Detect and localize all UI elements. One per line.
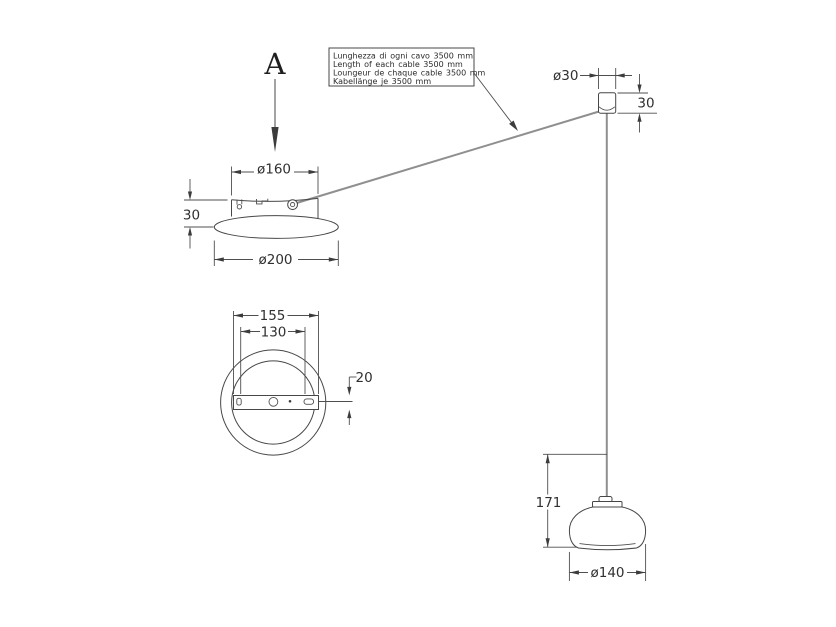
dim-text-shade-diameter: ø140 xyxy=(590,565,624,581)
dim-text-bg xyxy=(258,308,288,323)
ceiling-cup-body xyxy=(598,92,617,114)
gland-inner-ring xyxy=(290,202,296,208)
canopy-stepped-slot xyxy=(256,198,269,205)
arrowhead-icon xyxy=(187,191,193,200)
dim-shade-height: 171 xyxy=(535,453,607,548)
gland-outer-ring xyxy=(287,199,299,211)
dim-text-bg xyxy=(549,66,579,82)
canopy-cable-gland xyxy=(287,199,299,211)
dim-text-bracket-length: 155 xyxy=(260,308,286,324)
shade-glass-dome xyxy=(568,506,647,551)
arrowhead-icon xyxy=(589,73,599,78)
top-view-outer-circle xyxy=(220,349,327,456)
dim-text-bg xyxy=(253,252,298,267)
arrowhead-icon xyxy=(615,73,625,78)
dim-text-cup-diameter: ø30 xyxy=(553,68,578,84)
dim-text-bg xyxy=(535,494,562,510)
arrowhead-icon xyxy=(569,570,579,575)
arrowhead-icon xyxy=(233,313,243,318)
cables xyxy=(294,110,608,498)
dim-bracket-length: 155 xyxy=(233,308,319,394)
canopy-rim-top-edge xyxy=(231,197,319,202)
dim-cup-height: 30 xyxy=(617,74,657,133)
arrowhead-icon xyxy=(214,257,224,262)
note-leader-line xyxy=(473,72,517,129)
arrowhead-icon xyxy=(328,257,339,262)
canopy-top-view: 155 130 20 xyxy=(220,308,373,456)
dim-canopy-base-diameter: ø200 xyxy=(213,240,339,268)
dim-cup-diameter: ø30 xyxy=(549,66,632,89)
arrowhead-icon xyxy=(347,386,352,396)
arrowhead-icon xyxy=(231,169,241,175)
bracket-pin-dot xyxy=(288,400,292,403)
dim-text-canopy-top-diameter: ø160 xyxy=(257,162,291,178)
dim-text-shade-height: 171 xyxy=(536,495,562,511)
dim-shade-diameter: ø140 xyxy=(568,544,647,581)
canopy-front-view: ø160 30 ø200 xyxy=(183,162,339,268)
note-line-en: Length of each cable 3500 mm xyxy=(333,60,463,69)
dim-text-hole-spacing: 130 xyxy=(261,325,287,341)
shade-inner-rim-line xyxy=(579,543,636,547)
bracket-slot-right xyxy=(303,398,315,405)
note-line-de: Kabellänge je 3500 mm xyxy=(333,77,431,86)
canopy-base-disc xyxy=(213,215,339,239)
arrowhead-icon xyxy=(295,329,305,334)
arrowhead-icon xyxy=(636,570,646,575)
arrowhead-icon xyxy=(637,113,642,122)
bracket-slot-left xyxy=(236,397,242,406)
dim-text-canopy-base-diameter: ø200 xyxy=(258,252,292,268)
arrowhead-icon xyxy=(545,454,550,464)
arrowhead-icon xyxy=(187,227,193,236)
arrowhead-icon xyxy=(240,329,251,334)
note-line-it: Lunghezza di ogni cavo 3500 mm xyxy=(333,52,473,61)
shade-cap-band xyxy=(592,501,623,508)
pendant-shade: 171 ø140 xyxy=(535,453,647,581)
section-arrowhead-icon xyxy=(271,127,279,152)
dim-text-bracket-width: 20 xyxy=(356,370,373,386)
mounting-bracket-bar xyxy=(233,395,319,410)
arrowhead-icon xyxy=(309,313,319,318)
arrowhead-icon xyxy=(347,409,352,419)
dim-hole-spacing: 130 xyxy=(240,324,306,394)
section-label: A xyxy=(264,47,287,81)
arrowhead-icon xyxy=(308,169,318,175)
dim-text-bg xyxy=(588,565,627,580)
dim-text-bg xyxy=(254,162,294,177)
dim-text-canopy-height: 30 xyxy=(183,208,200,224)
note-leader-arrowhead-icon xyxy=(509,120,518,131)
keyhole-slot-hole xyxy=(236,204,243,210)
dim-canopy-top-diameter: ø160 xyxy=(231,162,319,196)
arrowhead-icon xyxy=(637,84,642,93)
note-box: Lunghezza di ogni cavo 3500 mm Length of… xyxy=(328,47,518,131)
diagonal-cable xyxy=(294,110,600,205)
bracket-center-hole xyxy=(268,396,279,407)
canopy-keyhole-slot xyxy=(236,199,243,210)
ceiling-attachment: ø30 30 xyxy=(549,66,657,133)
ceiling-cup-bottom-arc xyxy=(598,106,616,111)
dim-canopy-height: 30 xyxy=(183,179,228,249)
note-box-frame xyxy=(328,47,475,87)
section-arrow-a: A xyxy=(264,47,287,152)
dim-text-bg xyxy=(260,324,288,339)
dim-bracket-width: 20 xyxy=(318,370,373,425)
note-line-fr: Loungeur de chaque cable 3500 mm xyxy=(333,69,486,78)
arrowhead-icon xyxy=(545,538,550,548)
dim-text-cup-height: 30 xyxy=(637,96,654,112)
